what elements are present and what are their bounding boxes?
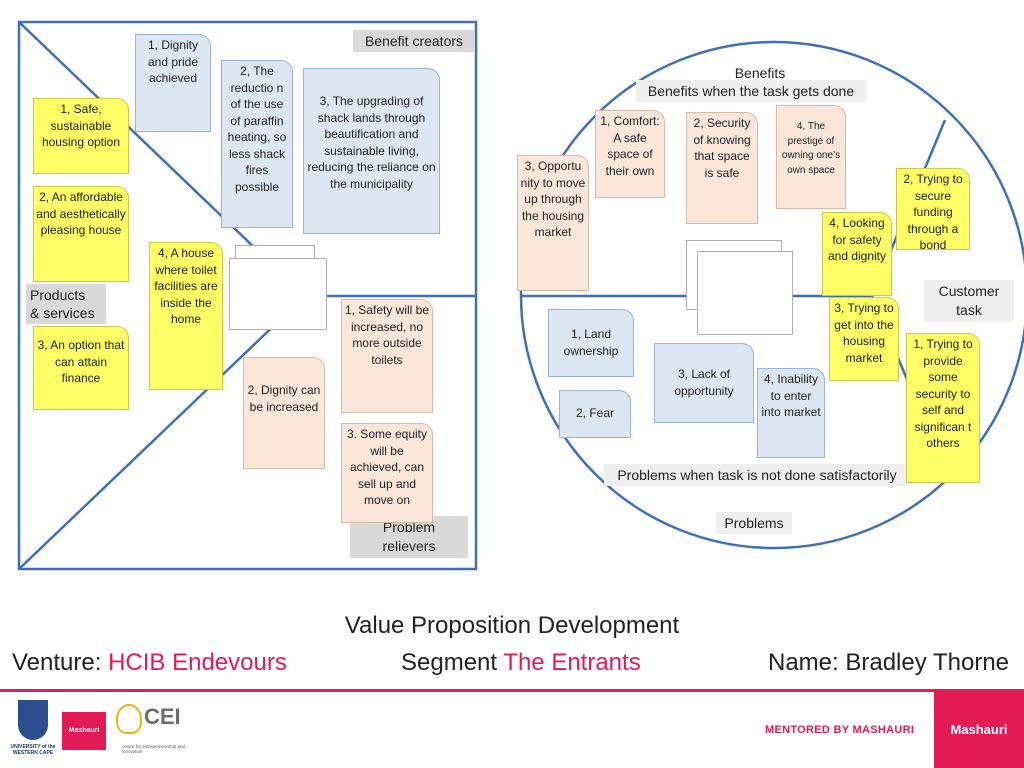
benefit-creator-note: 3, The upgrading of shack lands through … <box>303 68 440 234</box>
problem-note: 2, Fear <box>559 390 631 438</box>
blank-note <box>697 251 793 335</box>
customer-task-note: 1, Trying to provide some security to se… <box>906 333 980 483</box>
benefit-note: 3, Opportu nity to move up through the h… <box>517 155 589 291</box>
benefit-note: 4, The prestige of owning one’s own spac… <box>776 105 846 209</box>
benefit-note: 1, Comfort: A safe space of their own <box>595 110 665 198</box>
mashauri-brand-logo: Mashauri <box>934 692 1024 768</box>
square-diagonal-bottom <box>18 295 306 570</box>
segment-line: Segment The Entrants <box>401 649 641 677</box>
product-service-note: 3, An option that can attain finance <box>33 326 129 410</box>
customer-task-note: 4, Looking for safety and dignity <box>822 212 892 296</box>
customer-task-label: Customer task <box>924 280 1014 322</box>
benefits-task-done-label: Benefits when the task gets done <box>636 80 866 102</box>
segment-label: Segment <box>401 649 498 676</box>
venture-label: Venture: <box>12 649 102 676</box>
mentored-by-text: MENTORED BY MASHAURI <box>765 724 915 736</box>
products-services-label: Products & services <box>26 284 106 324</box>
uwc-logo: UNIVERSITY of the WESTERN CAPE <box>8 700 58 762</box>
mashauri-small-logo: Mashauri <box>62 712 106 750</box>
blank-note <box>229 258 327 330</box>
name-value: Bradley Thorne <box>845 649 1010 676</box>
problem-note: 1, Land ownership <box>548 309 634 377</box>
problem-reliever-note: 3. Some equity will be achieved, can sel… <box>341 423 433 523</box>
product-service-note: 2, An affordable and aesthetically pleas… <box>33 186 129 282</box>
footer-band <box>0 692 1024 768</box>
cei-logo-subtitle: centre for entrepreneurship and innovati… <box>122 744 186 754</box>
problem-reliever-note: 2, Dignity can be increased <box>243 357 325 469</box>
name-label: Name: <box>768 649 839 676</box>
segment-name: The Entrants <box>503 649 641 676</box>
benefit-creators-label: Benefit creators <box>353 30 475 52</box>
problem-reliever-note: 1, Safety will be increased, no more out… <box>341 299 433 413</box>
page-title: Value Proposition Development <box>344 612 680 639</box>
cei-logo-text: CEI <box>144 704 181 729</box>
venture-name: HCIB Endevours <box>108 649 287 676</box>
lightbulb-icon <box>116 704 142 734</box>
problems-not-done-label: Problems when task is not done satisfact… <box>604 464 910 486</box>
footer-accent-bar <box>0 689 1024 692</box>
product-service-note: 1, Safe, sustainable housing option <box>33 98 129 174</box>
name-line: Name: Bradley Thorne <box>768 649 1009 677</box>
venture-line: Venture: HCIB Endevours <box>12 649 287 677</box>
problem-note: 3, Lack of opportunity <box>654 343 754 423</box>
benefit-creator-note: 2, The reductio n of the use of paraffin… <box>221 60 293 228</box>
benefits-label: Benefits <box>734 65 786 81</box>
customer-task-note: 3, Trying to get into the housing market <box>829 297 899 381</box>
benefit-note: 2, Security of knowing that space is saf… <box>686 112 758 224</box>
uwc-logo-text: UNIVERSITY of the WESTERN CAPE <box>10 744 56 756</box>
customer-task-note: 2, Trying to secure funding through a bo… <box>896 168 970 250</box>
cei-logo: CEI centre for entrepreneurship and inno… <box>112 698 188 764</box>
benefit-creator-note: 1, Dignity and pride achieved <box>135 34 211 132</box>
problem-note: 4, Inability to enter into market <box>757 368 825 458</box>
uwc-crest-icon <box>18 700 48 740</box>
problems-label: Problems <box>716 512 792 534</box>
product-service-note: 4, A house where toilet facilities are i… <box>149 242 223 390</box>
problem-relievers-label: Problem relievers <box>350 516 468 558</box>
